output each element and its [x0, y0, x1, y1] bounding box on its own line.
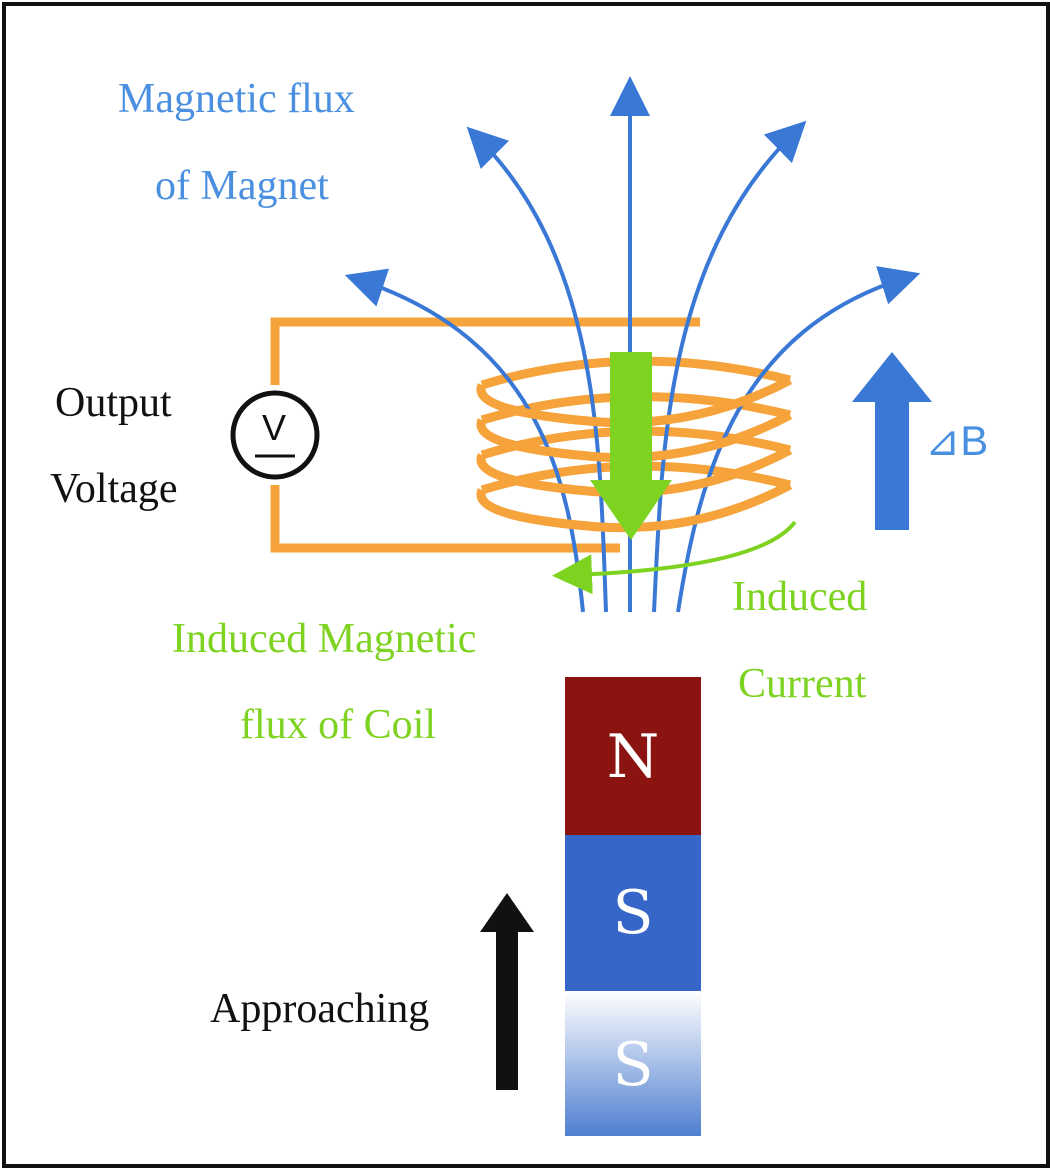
magnet-south-pole: [565, 835, 701, 991]
approaching-label: Approaching: [210, 986, 430, 1032]
magnetic-flux-label-line2: of Magnet: [155, 163, 329, 209]
faded-south-pole-label: S: [612, 1030, 654, 1100]
induced-flux-label-line2: flux of Coil: [240, 702, 436, 748]
flux-line-right-inner: [652, 120, 807, 613]
bar-magnet: [565, 677, 701, 1136]
output-voltage-label-line1: Output: [55, 380, 172, 426]
output-voltage-label-line2: Voltage: [50, 466, 178, 512]
induced-current-label-line1: Induced: [732, 574, 868, 620]
south-pole-label: S: [612, 878, 654, 948]
induced-current-arrow: [552, 520, 797, 595]
delta-b-arrow: [852, 352, 932, 530]
induced-current-label-line2: Current: [738, 661, 867, 707]
north-pole-label: N: [606, 722, 660, 792]
voltmeter-icon: [230, 390, 320, 480]
delta-b-label: ⊿B: [925, 417, 989, 464]
flux-line-left-inner: [466, 126, 608, 613]
magnet-faded-pole: [565, 991, 701, 1136]
induced-flux-arrow: [590, 352, 672, 540]
magnetic-flux-label-line1: Magnetic flux: [118, 76, 355, 122]
flux-line-right-outer: [676, 266, 921, 613]
flux-line-left-outer: [344, 268, 585, 613]
induced-flux-label-line1: Induced Magnetic: [172, 616, 477, 662]
magnet-north-pole: [565, 677, 701, 835]
circuit-wire: [270, 317, 700, 553]
voltmeter-label: V: [262, 407, 287, 448]
approaching-arrow: [480, 893, 534, 1090]
